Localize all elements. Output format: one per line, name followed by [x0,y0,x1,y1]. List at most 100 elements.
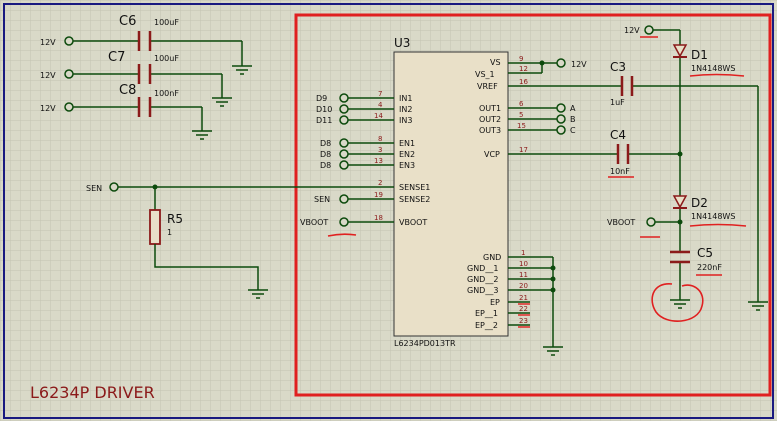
c4-ref: C4 [610,128,626,142]
c7-value: 100uF [154,54,179,63]
pin-num-16: 16 [519,78,528,86]
pin-num-10: 10 [519,260,528,268]
pin-en2: EN2 [399,150,415,159]
pin-num-20: 20 [519,282,528,290]
sen-label: SEN [86,184,102,193]
pin-gnd-2: GND__2 [467,275,498,284]
d2-annotation [689,223,747,227]
pin-num-9: 9 [519,55,523,63]
pin-num-21: 21 [519,294,528,302]
pin-vboot: VBOOT [399,218,427,227]
c3-value: 1uF [610,98,625,107]
c7-net-label: 12V [40,71,56,80]
pin-num-15: 15 [517,122,526,130]
c6-value: 100uF [154,18,179,27]
pin-num-8: 8 [378,135,382,143]
pin-en1: EN1 [399,139,415,148]
pin-out2: OUT2 [479,115,501,124]
pin-num-13: 13 [374,157,383,165]
net-vboot-left: VBOOT [300,218,328,227]
c8-net-label: 12V [40,104,56,113]
d1-annotation [689,73,745,77]
pin-gnd-1: GND__1 [467,264,498,273]
net-d9: D9 [316,94,327,103]
pin-num-1: 1 [521,249,525,257]
d2-ref: D2 [691,196,708,210]
pin-num-2: 2 [378,179,382,187]
pin-num-23: 23 [519,317,528,325]
resistor-r5[interactable] [149,187,268,299]
pin-num-17: 17 [519,146,528,154]
pin-vref: VREF [477,82,498,91]
diode-d1[interactable] [672,44,688,58]
ic-body[interactable] [393,51,509,337]
ic-part: L6234PD013TR [394,339,456,348]
pin-in1: IN1 [399,94,412,103]
driver-frame [294,13,772,397]
net-d8-a: D8 [320,139,331,148]
d1-ref: D1 [691,48,708,62]
c6-ref: C6 [119,14,136,29]
vs-junction [539,60,545,66]
r5-ref: R5 [167,212,183,226]
pin-gnd: GND [483,253,501,262]
pin-vcp: VCP [484,150,500,159]
pin-num-14: 14 [374,112,383,120]
net-d8-c: D8 [320,161,331,170]
pin-sense2: SENSE2 [399,195,430,204]
d1-part: 1N4148WS [691,64,735,73]
right-top-pin-wires [508,58,759,302]
r5-value: 1 [167,228,172,237]
left-pin-wires [339,93,394,227]
cap-plates-left [137,31,152,117]
pin-vs: VS [490,58,501,67]
pin-num-7: 7 [378,90,382,98]
pin-in2: IN2 [399,105,412,114]
pin-num-19: 19 [374,191,383,199]
pin-ep-1: EP__1 [475,309,498,318]
net-b: B [570,115,576,124]
cap-c7[interactable] [64,69,232,107]
d2-part: 1N4148WS [691,212,735,221]
pin-in3: IN3 [399,116,412,125]
pin-ep-2: EP__2 [475,321,498,330]
pin-num-12: 12 [519,65,528,73]
c7-ref: C7 [108,50,125,65]
vcp-chain [644,25,690,309]
d1-supply-label: 12V [624,26,640,35]
vboot-junction [677,219,683,225]
net-c: C [570,126,576,135]
sheet-title: L6234P DRIVER [30,383,155,402]
vs-net-label: 12V [571,60,587,69]
pin-num-4: 4 [378,101,383,109]
pin-num-22: 22 [519,305,528,313]
pin-num-18: 18 [374,214,383,222]
c8-ref: C8 [119,83,136,98]
cap-c6[interactable] [64,36,252,75]
c3-ref: C3 [610,60,626,74]
pin-en3: EN3 [399,161,415,170]
sheet-border [3,3,774,419]
pin-ep: EP [490,298,500,307]
net-d8-b: D8 [320,150,331,159]
cap-c3[interactable] [620,76,634,96]
sen-net[interactable] [109,182,372,192]
pin-vs-1: VS_1 [475,70,495,79]
cap-c8[interactable] [64,102,212,140]
pin-out1: OUT1 [479,104,501,113]
c4-value: 10nF [610,167,630,176]
net-vboot-right: VBOOT [607,218,635,227]
cap-c5[interactable] [670,250,690,264]
vref-ground [748,301,768,311]
diode-d2[interactable] [672,195,688,209]
net-d10: D10 [316,105,332,114]
vcp-junction [677,151,683,157]
vboot-annotation [327,233,357,237]
cap-c4[interactable] [616,144,630,164]
pin-num-5: 5 [519,111,523,119]
right-bottom-pin-wires [508,256,563,356]
c5-ref: C5 [697,246,713,260]
